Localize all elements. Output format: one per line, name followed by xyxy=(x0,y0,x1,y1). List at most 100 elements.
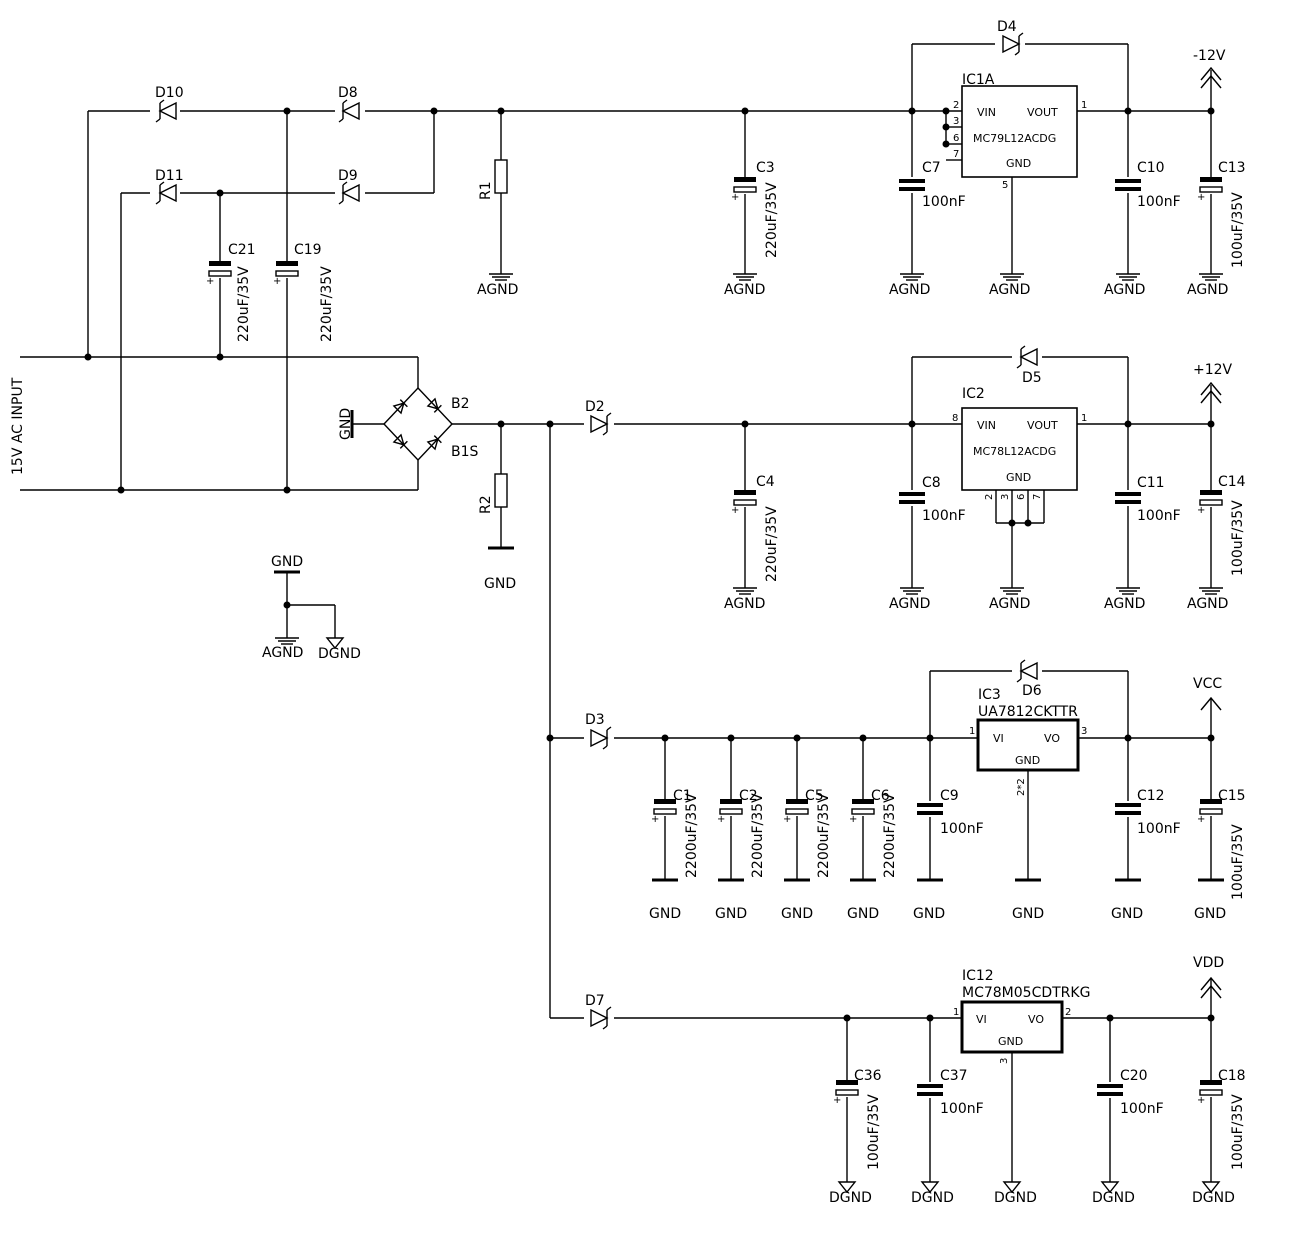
cap-c15 xyxy=(1196,798,1225,826)
arrow-vcc xyxy=(1200,696,1222,711)
diode-d7-label: D7 xyxy=(585,993,605,1009)
cap-c36-label: C36 xyxy=(854,1068,882,1084)
ic2-name: IC2 xyxy=(962,386,985,402)
ic3-gnd: GND xyxy=(1015,754,1040,767)
dgnd-c18: DGND xyxy=(1192,1190,1235,1206)
cap-c12-value: 100nF xyxy=(1137,821,1181,837)
ic3-pin-1: 1 xyxy=(969,726,975,737)
cap-c5-value: 2200uF/35V xyxy=(816,793,832,878)
diode-d3-label: D3 xyxy=(585,712,605,728)
cap-c12-label: C12 xyxy=(1137,788,1165,804)
agnd-c14: AGND xyxy=(1187,596,1228,612)
ground-tie xyxy=(274,570,345,650)
gnd-c1: GND xyxy=(649,906,681,922)
diode-d4 xyxy=(995,32,1025,56)
cap-c8-label: C8 xyxy=(922,475,941,491)
cap-c3-value: 220uF/35V xyxy=(764,182,780,258)
tie-agnd-label: AGND xyxy=(262,645,303,661)
ic2-box xyxy=(961,407,1078,491)
agnd-c7: AGND xyxy=(889,282,930,298)
gnd-c12: GND xyxy=(1111,906,1143,922)
agnd-c8: AGND xyxy=(889,596,930,612)
cap-c11-value: 100nF xyxy=(1137,508,1181,524)
diode-d6 xyxy=(1012,659,1042,683)
agnd-c13: AGND xyxy=(1187,282,1228,298)
ic12-name: IC12 xyxy=(962,968,994,984)
ic1a-name: IC1A xyxy=(962,72,995,88)
ic1a-pin-1: 1 xyxy=(1081,100,1087,111)
gnd-c9: GND xyxy=(913,906,945,922)
cap-c7-label: C7 xyxy=(922,160,941,176)
ic12-vi: VI xyxy=(976,1013,987,1026)
cap-c37 xyxy=(916,1082,944,1098)
ic1a-pin-2: 2 xyxy=(953,100,959,111)
cap-c21 xyxy=(205,260,234,288)
ic12-gnd: GND xyxy=(998,1035,1023,1048)
dgnd-row4 xyxy=(838,1163,1220,1193)
cap-c18 xyxy=(1196,1079,1225,1107)
ic12-pin-3: 3 xyxy=(999,1058,1010,1064)
agnd-c11: AGND xyxy=(1104,596,1145,612)
ic2-pin-7: 7 xyxy=(1032,494,1043,500)
diode-d9 xyxy=(335,181,365,205)
diode-d6-label: D6 xyxy=(1022,683,1042,699)
cap-c18-label: C18 xyxy=(1218,1068,1246,1084)
diode-d10 xyxy=(150,99,180,123)
cap-c5-label: C5 xyxy=(805,788,824,804)
agnd-c10: AGND xyxy=(1104,282,1145,298)
cap-c12 xyxy=(1114,801,1142,817)
cap-c3 xyxy=(730,111,759,281)
cap-c13-label: C13 xyxy=(1218,160,1246,176)
cap-c11 xyxy=(1114,490,1142,506)
ic12-pin-1: 1 xyxy=(953,1007,959,1018)
cap-c21-label: C21 xyxy=(228,242,256,258)
input-label: 15V AC INPUT xyxy=(10,377,26,475)
ic12-pin-2: 2 xyxy=(1065,1007,1071,1018)
cap-c13-value: 100uF/35V xyxy=(1230,192,1246,268)
cap-c6-value: 2200uF/35V xyxy=(882,793,898,878)
input-wiring xyxy=(20,110,745,491)
gnd-c15: GND xyxy=(1194,906,1226,922)
ic12-part: MC78M05CDTRKG xyxy=(962,985,1090,1001)
cap-c15-value: 100uF/35V xyxy=(1230,824,1246,900)
cap-c15-label: C15 xyxy=(1218,788,1246,804)
agnd-c4: AGND xyxy=(724,596,765,612)
rail-pos12-label: +12V xyxy=(1193,362,1233,378)
cap-c9-label: C9 xyxy=(940,788,959,804)
ic3-pin-2: 2*2 xyxy=(1016,778,1027,796)
cap-c11-label: C11 xyxy=(1137,475,1165,491)
diode-d3 xyxy=(584,726,614,750)
rail-vcc-label: VCC xyxy=(1193,676,1222,692)
ic3-name: IC3 xyxy=(978,687,1001,703)
cap-c2 xyxy=(716,798,745,826)
diode-d11 xyxy=(150,181,180,205)
cap-c4 xyxy=(730,489,759,517)
diode-d2-label: D2 xyxy=(585,399,605,415)
cap-c10-label: C10 xyxy=(1137,160,1165,176)
cap-c20-value: 100nF xyxy=(1120,1101,1164,1117)
dgnd-c36: DGND xyxy=(829,1190,872,1206)
arrow-vdd xyxy=(1200,976,1222,999)
ic1a-pin-6: 6 xyxy=(953,133,959,144)
ic2-vin: VIN xyxy=(977,419,996,432)
ic3-box xyxy=(976,718,1080,772)
ic2-pin-3: 3 xyxy=(1000,494,1011,500)
cap-c37-label: C37 xyxy=(940,1068,968,1084)
pos12-wiring xyxy=(550,356,1215,566)
ic1a-part: MC79L12ACDG xyxy=(973,132,1056,145)
cap-c10-value: 100nF xyxy=(1137,194,1181,210)
resistor-r1 xyxy=(488,111,514,281)
ic1a-pin-5: 5 xyxy=(1002,180,1008,191)
cap-c7 xyxy=(898,177,926,193)
cap-c4-value: 220uF/35V xyxy=(764,506,780,582)
ic2-vout: VOUT xyxy=(1027,419,1058,432)
tie-dgnd-label: DGND xyxy=(318,646,361,662)
resistor-r2-label: R2 xyxy=(478,495,494,514)
rail-vdd-label: VDD xyxy=(1193,955,1224,971)
ic2-pin-8: 8 xyxy=(952,413,958,424)
ic3-part: UA7812CKTTR xyxy=(978,704,1078,720)
diode-d11-label: D11 xyxy=(155,168,184,184)
cap-c20 xyxy=(1096,1082,1124,1098)
